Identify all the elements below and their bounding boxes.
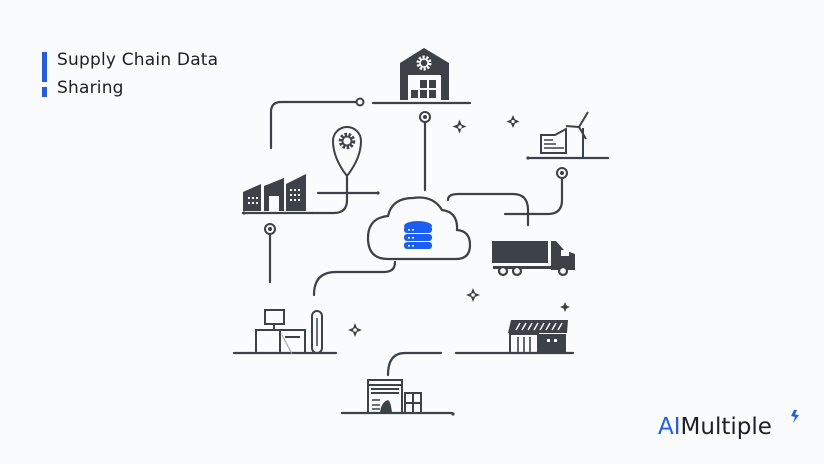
truck-icon <box>492 241 575 277</box>
factory-icon <box>243 174 306 211</box>
location-gear-pin-icon <box>331 126 363 178</box>
logo-bolt-icon <box>791 410 799 423</box>
logo-ai-part: AI <box>658 414 681 440</box>
logo-multiple-part: Multiple <box>680 414 772 440</box>
title-accent-bar <box>42 52 47 82</box>
store-icon <box>367 379 422 414</box>
sparkle-icon <box>348 115 570 337</box>
warehouse-gear-icon <box>400 48 449 100</box>
office-desk-icon <box>255 309 323 355</box>
shop-icon <box>508 320 568 354</box>
page-title-line-1: Supply Chain Data <box>57 50 219 70</box>
page-title-line-2: Sharing <box>57 78 124 98</box>
title-accent-bar-small <box>42 87 47 97</box>
aimultiple-logo: AIMultiple <box>658 414 772 440</box>
wind-turbine-building-icon <box>540 111 589 157</box>
cloud-database-icon <box>366 196 472 261</box>
